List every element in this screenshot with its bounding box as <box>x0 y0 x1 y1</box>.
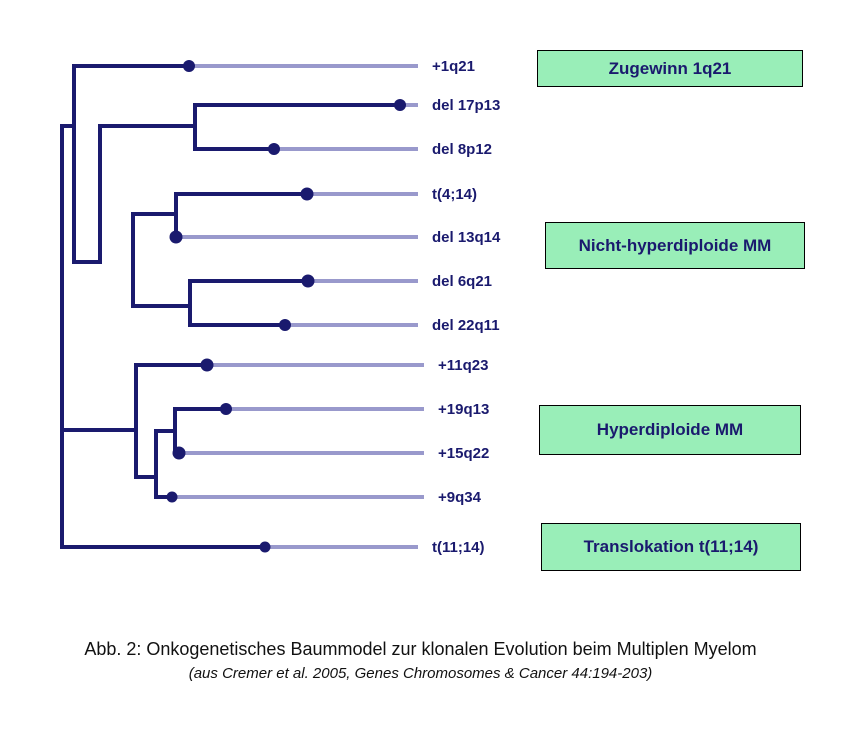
node-dot-t414 <box>300 187 314 201</box>
leaf-label-del8p12: del 8p12 <box>432 141 493 158</box>
node-dot-del17p13 <box>394 99 406 111</box>
leaf-label-del22q11: del 22q11 <box>432 317 500 334</box>
node-dot-19q13 <box>220 403 232 415</box>
node-dot-del22q11 <box>279 319 291 331</box>
group-box-zugewinn-1q21: Zugewinn 1q21 <box>537 50 803 87</box>
group-box-label-nicht-hyperdiploide-mm: Nicht-hyperdiploide MM <box>578 235 772 255</box>
leaf-label-11q23: +11q23 <box>438 357 489 374</box>
leaf-label-9q34: +9q34 <box>438 489 481 506</box>
figure-caption: Abb. 2: Onkogenetisches Baummodel zur kl… <box>0 636 841 686</box>
group-box-nicht-hyperdiploide-mm: Nicht-hyperdiploide MM <box>545 222 805 269</box>
node-dot-15q22 <box>172 446 186 460</box>
group-box-label-hyperdiploide-mm: Hyperdiploide MM <box>596 420 744 439</box>
leaf-label-1q21: +1q21 <box>432 58 475 75</box>
leaf-label-19q13: +19q13 <box>438 401 490 418</box>
figure-caption-line-2: (aus Cremer et al. 2005, Genes Chromosom… <box>188 665 653 682</box>
node-dot-t1114 <box>259 541 271 553</box>
oncogenetic-tree-figure: +1q21 del 17p13 del 8p12 t(4;14) del 13q… <box>60 50 805 571</box>
leaf-label-t414: t(4;14) <box>432 186 478 203</box>
leaf-label-del17p13: del 17p13 <box>432 97 501 114</box>
leaf-stub-lines <box>172 64 424 549</box>
node-dot-9q34 <box>166 491 178 503</box>
leaf-label-del13q14: del 13q14 <box>432 229 501 246</box>
group-box-label-zugewinn-1q21: Zugewinn 1q21 <box>608 58 732 78</box>
node-dot-del13q14 <box>169 230 183 244</box>
figure-caption-line-1: Abb. 2: Onkogenetisches Baummodel zur kl… <box>84 639 757 659</box>
leaf-label-15q22: +15q22 <box>438 445 490 462</box>
group-box-translokation-t1114: Translokation t(11;14) <box>541 523 801 571</box>
node-dot-11q23 <box>200 358 214 372</box>
tree-branch-lines <box>60 64 402 549</box>
node-dot-1q21 <box>183 60 195 72</box>
group-box-hyperdiploide-mm: Hyperdiploide MM <box>539 405 801 455</box>
node-dot-del8p12 <box>268 143 280 155</box>
node-dot-del6q21 <box>301 274 315 288</box>
tree-diagram <box>60 60 424 553</box>
group-box-label-translokation-t1114: Translokation t(11;14) <box>583 537 759 556</box>
tree-node-dots <box>166 60 406 553</box>
leaf-label-del6q21: del 6q21 <box>432 273 493 290</box>
leaf-label-t1114: t(11;14) <box>432 539 485 556</box>
